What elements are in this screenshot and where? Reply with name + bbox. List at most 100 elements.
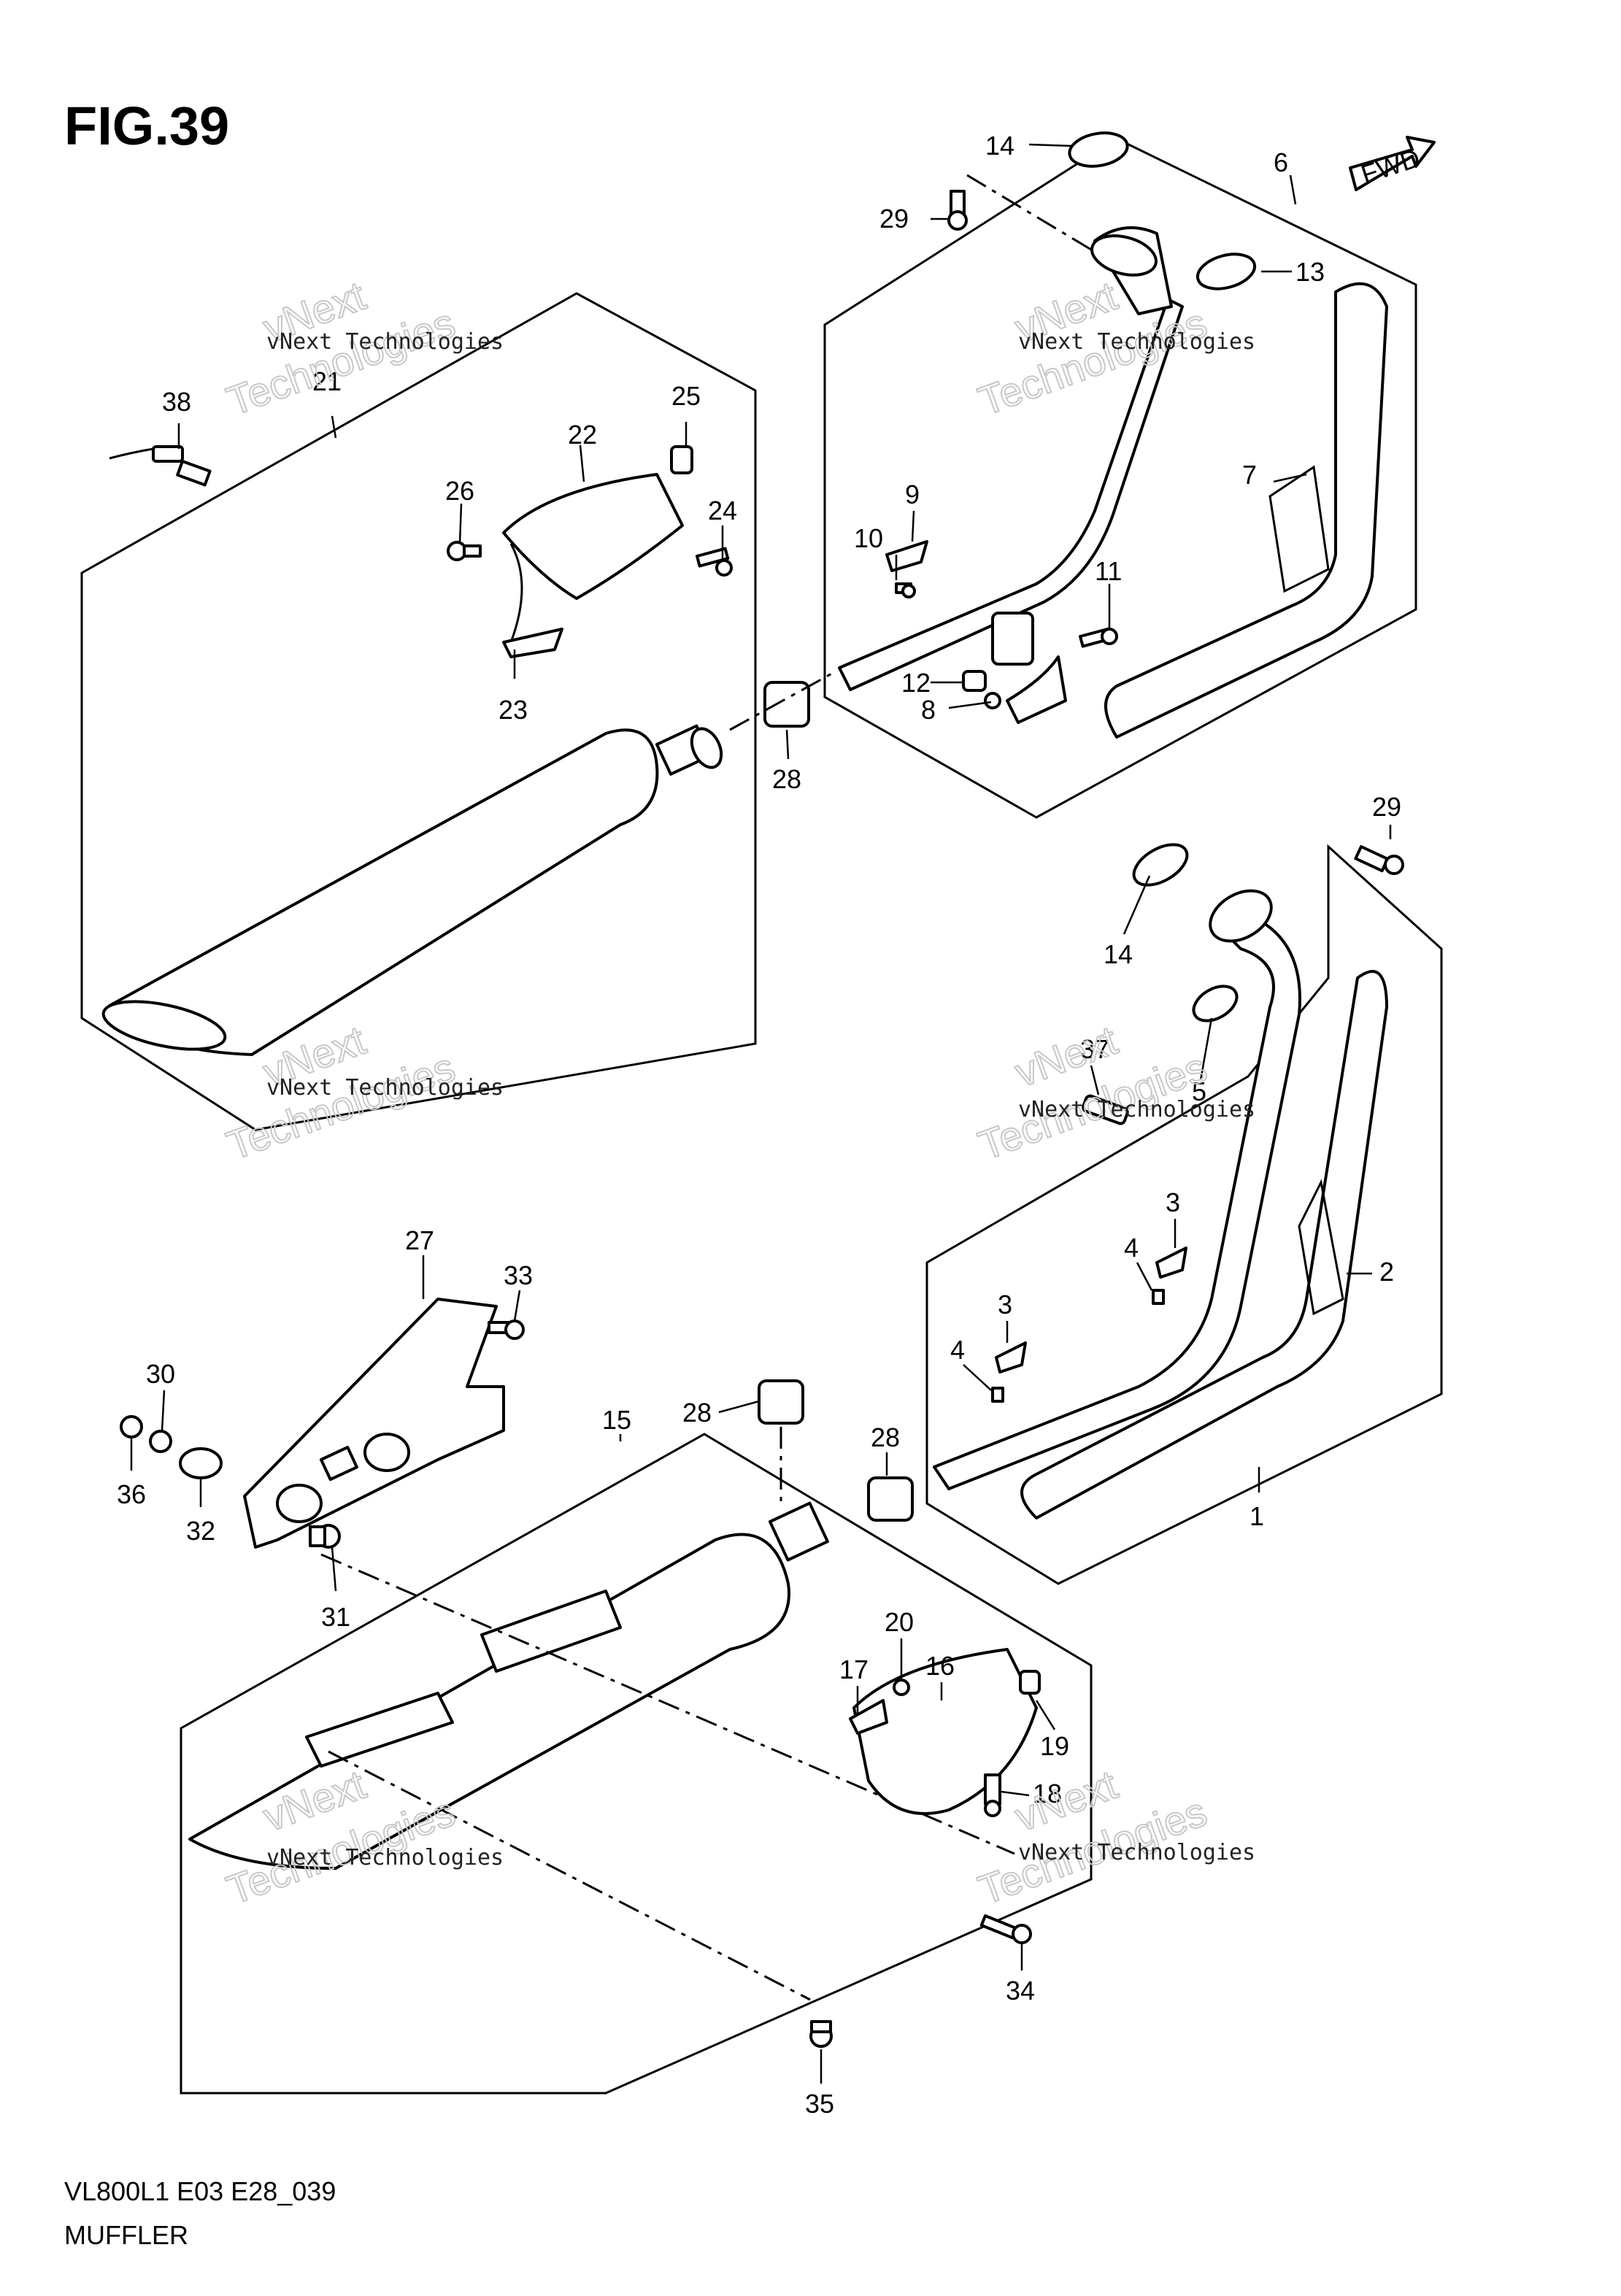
part-label-26: 26	[445, 476, 474, 506]
part-label-2: 2	[1379, 1257, 1394, 1287]
part-label-16: 16	[925, 1651, 955, 1681]
bolt-11	[1078, 627, 1118, 648]
group-rear-muffler-box	[80, 292, 757, 1131]
figure-title: FIG.39	[64, 96, 229, 156]
watermark-lower-right: vNext Technologies vNext Technologies	[972, 1760, 1256, 1914]
svg-text:vNext Technologies: vNext Technologies	[1018, 329, 1255, 355]
bushing-32	[179, 1447, 223, 1479]
spacer-19	[1019, 1670, 1041, 1695]
watermark-upper-left: vNext Technologies vNext Technologies	[220, 271, 504, 425]
part-label-25: 25	[671, 381, 701, 411]
part-label-19: 19	[1040, 1731, 1069, 1761]
group-front-exhaust-box	[925, 844, 1443, 1585]
part-label-36: 36	[117, 1479, 146, 1509]
part-label-6: 6	[1274, 147, 1288, 177]
front-muffler-15	[188, 1501, 829, 1870]
fwd-label: FWD	[1358, 142, 1424, 189]
model-code: VL800L1 E03 E28_039	[64, 2176, 336, 2206]
part-label-8: 8	[921, 695, 936, 725]
bolt-10	[895, 582, 916, 598]
exhaust-pipe-front-1	[933, 889, 1301, 1490]
bolt-35	[809, 2020, 833, 2048]
part-label-14a: 14	[985, 131, 1014, 161]
spacer-25	[670, 445, 693, 474]
part-label-33: 33	[504, 1260, 533, 1290]
fwd-arrow-icon: FWD	[1349, 136, 1436, 191]
part-label-11: 11	[1095, 556, 1122, 586]
svg-text:vNext Technologies: vNext Technologies	[1018, 1097, 1255, 1122]
part-label-20: 20	[885, 1607, 914, 1637]
sensor-37	[1082, 1094, 1129, 1125]
part-label-27: 27	[405, 1225, 434, 1255]
exhaust-pipe-rear-6	[838, 226, 1184, 691]
part-label-32: 32	[186, 1516, 215, 1546]
nut-36	[120, 1415, 143, 1438]
part-label-21: 21	[312, 366, 342, 396]
svg-text:vNext Technologies: vNext Technologies	[1018, 1840, 1255, 1865]
part-label-3a: 3	[1166, 1187, 1180, 1217]
part-label-10: 10	[854, 523, 883, 553]
bracket-27	[243, 1298, 505, 1549]
part-label-28a: 28	[772, 764, 801, 794]
watermark-mid-right: vNext Technologies vNext Technologies	[972, 1016, 1256, 1169]
part-label-29a: 29	[879, 204, 909, 234]
part-label-38: 38	[162, 387, 191, 417]
gasket-28-upper	[763, 681, 810, 728]
part-label-15: 15	[602, 1405, 631, 1435]
bracket-3b	[995, 1341, 1027, 1374]
bracket-8	[984, 655, 1067, 724]
part-label-12: 12	[901, 668, 931, 698]
spacer-12	[962, 670, 987, 692]
bolt-26	[447, 541, 482, 561]
part-label-7: 7	[1242, 460, 1257, 490]
rear-muffler-21	[101, 724, 723, 1056]
center-line-upper	[729, 670, 836, 731]
part-label-29b: 29	[1372, 792, 1401, 822]
bolt-4b	[991, 1387, 1004, 1403]
gasket-14-upper	[1068, 131, 1129, 168]
part-label-13: 13	[1295, 257, 1325, 287]
part-label-31: 31	[321, 1602, 350, 1632]
bolt-18	[984, 1773, 1001, 1817]
part-label-5: 5	[1192, 1076, 1206, 1106]
bolt-4a	[1152, 1289, 1165, 1305]
part-label-34: 34	[1006, 1976, 1035, 2006]
center-line-low-b	[328, 1750, 811, 2001]
part-label-3b: 3	[998, 1290, 1012, 1320]
group-front-muffler-box	[180, 1433, 1093, 2095]
svg-text:vNext Technologies: vNext Technologies	[266, 329, 504, 355]
bracket-23	[502, 628, 563, 658]
part-label-30: 30	[146, 1359, 175, 1389]
bracket-17	[849, 1699, 888, 1735]
part-label-28b: 28	[871, 1422, 900, 1452]
part-label-35: 35	[805, 2089, 834, 2119]
watermark-upper-right: vNext Technologies vNext Technologies	[972, 271, 1256, 425]
part-label-4b: 4	[950, 1335, 965, 1365]
part-label-9: 9	[905, 479, 920, 509]
center-line-top	[966, 174, 1096, 253]
bolt-20	[893, 1679, 910, 1696]
bolt-29-upper	[947, 190, 968, 231]
svg-text:vNext Technologies: vNext Technologies	[266, 1075, 504, 1101]
part-label-23: 23	[498, 695, 528, 725]
part-label-24: 24	[708, 496, 737, 525]
clamp-13	[1195, 253, 1257, 290]
gasket-28-mid	[758, 1379, 804, 1425]
part-label-28c: 28	[682, 1398, 712, 1428]
bracket-3a	[1155, 1247, 1187, 1279]
washer-30	[149, 1430, 172, 1453]
heat-shield-2	[1020, 970, 1388, 1519]
gasket-28-right	[867, 1476, 914, 1522]
part-label-18: 18	[1033, 1779, 1062, 1808]
bolt-24	[695, 547, 733, 577]
part-label-14b: 14	[1104, 939, 1133, 969]
part-label-17: 17	[839, 1654, 869, 1684]
part-label-4a: 4	[1124, 1233, 1139, 1263]
bolt-31	[309, 1524, 341, 1549]
bracket-9	[885, 540, 928, 572]
svg-text:vNext Technologies: vNext Technologies	[266, 1845, 504, 1871]
gasket-14-lower	[1132, 843, 1189, 887]
clamp-5	[1192, 985, 1239, 1022]
section-name: MUFFLER	[64, 2220, 188, 2250]
